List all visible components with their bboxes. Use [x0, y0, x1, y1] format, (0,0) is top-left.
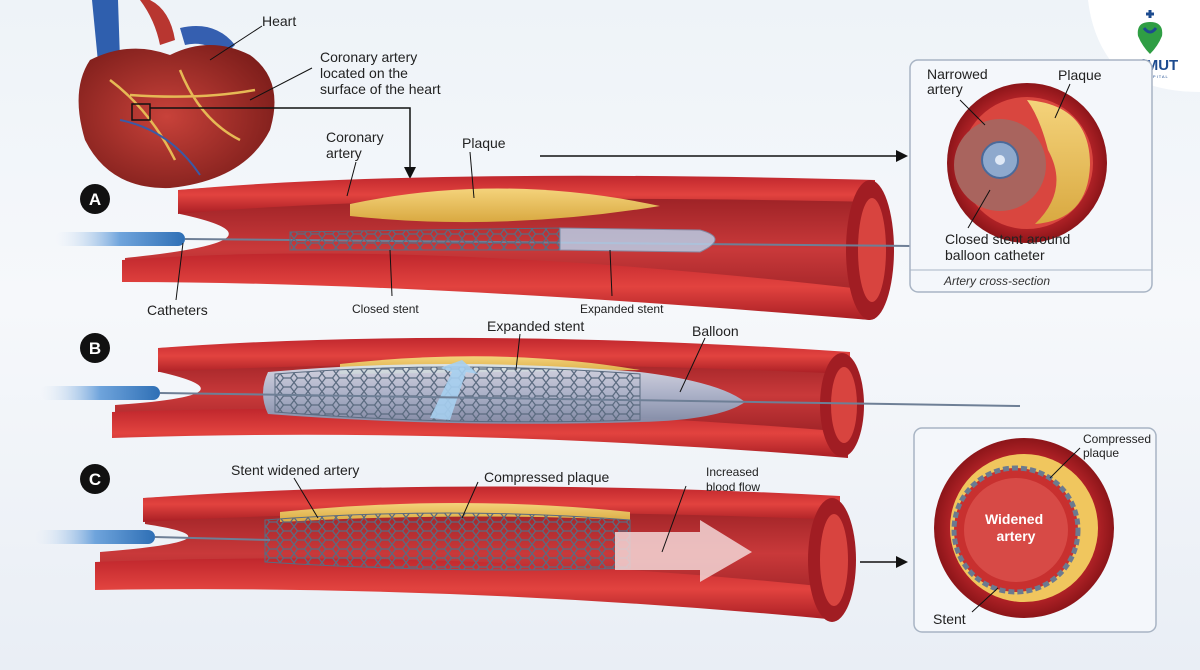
artery-c	[35, 486, 856, 622]
heart-to-artery-arrow	[150, 107, 416, 179]
logo-subtitle: HOSPITAL	[1141, 74, 1169, 79]
catheter-a	[55, 232, 185, 246]
artery-b	[40, 337, 1021, 458]
stent-label-inset: Stent	[933, 611, 966, 627]
inset-top-cross-section	[909, 59, 1153, 293]
step-label-c: C	[89, 470, 101, 489]
plaque-label-inset: Plaque	[1058, 67, 1102, 83]
compressed-plaque-label-inset: Compressed plaque	[1083, 432, 1154, 460]
expanded-stent-label-a: Expanded stent	[580, 302, 664, 316]
closed-stent-label: Closed stent	[352, 302, 419, 316]
logo-mark-icon	[1137, 10, 1163, 54]
coronary-artery-label-a: Coronary artery	[326, 129, 387, 161]
artery-a	[55, 175, 911, 320]
compressed-plaque-label-c: Compressed plaque	[484, 469, 610, 485]
closed-stent-around-label: Closed stent around balloon catheter	[945, 231, 1074, 263]
heart-coronary-label: Coronary artery located on the surface o…	[320, 49, 441, 97]
inset-stent-ring	[951, 465, 1081, 595]
step-badge-a	[80, 184, 110, 214]
step-label-b: B	[89, 339, 101, 358]
stent-c	[264, 512, 631, 571]
step-badge-c	[80, 464, 110, 494]
step-badge-b	[80, 333, 110, 363]
balloon-a	[559, 227, 716, 253]
heart-illustration	[78, 0, 275, 189]
inset-caption: Artery cross-section	[943, 274, 1050, 288]
step-label-a: A	[89, 190, 101, 209]
plaque-a	[350, 188, 660, 223]
stent-widened-label: Stent widened artery	[231, 462, 359, 478]
expansion-arrow-icon	[430, 360, 478, 420]
heart-label: Heart	[262, 13, 296, 29]
expanded-stent-label-b: Expanded stent	[487, 318, 584, 334]
closed-stent-a	[289, 227, 561, 251]
widened-artery-label: Widened artery	[985, 511, 1047, 544]
narrowed-artery-label: Narrowed artery	[927, 66, 992, 97]
inset-bottom-cross-section	[913, 427, 1157, 633]
blood-flow-arrow-icon	[615, 520, 752, 582]
plaque-label-a: Plaque	[462, 135, 506, 151]
catheters-label: Catheters	[147, 302, 208, 318]
blood-flow-label: Increased blood flow	[706, 465, 762, 494]
coronary-highlight-box	[131, 103, 151, 121]
balloon-label: Balloon	[692, 323, 739, 339]
